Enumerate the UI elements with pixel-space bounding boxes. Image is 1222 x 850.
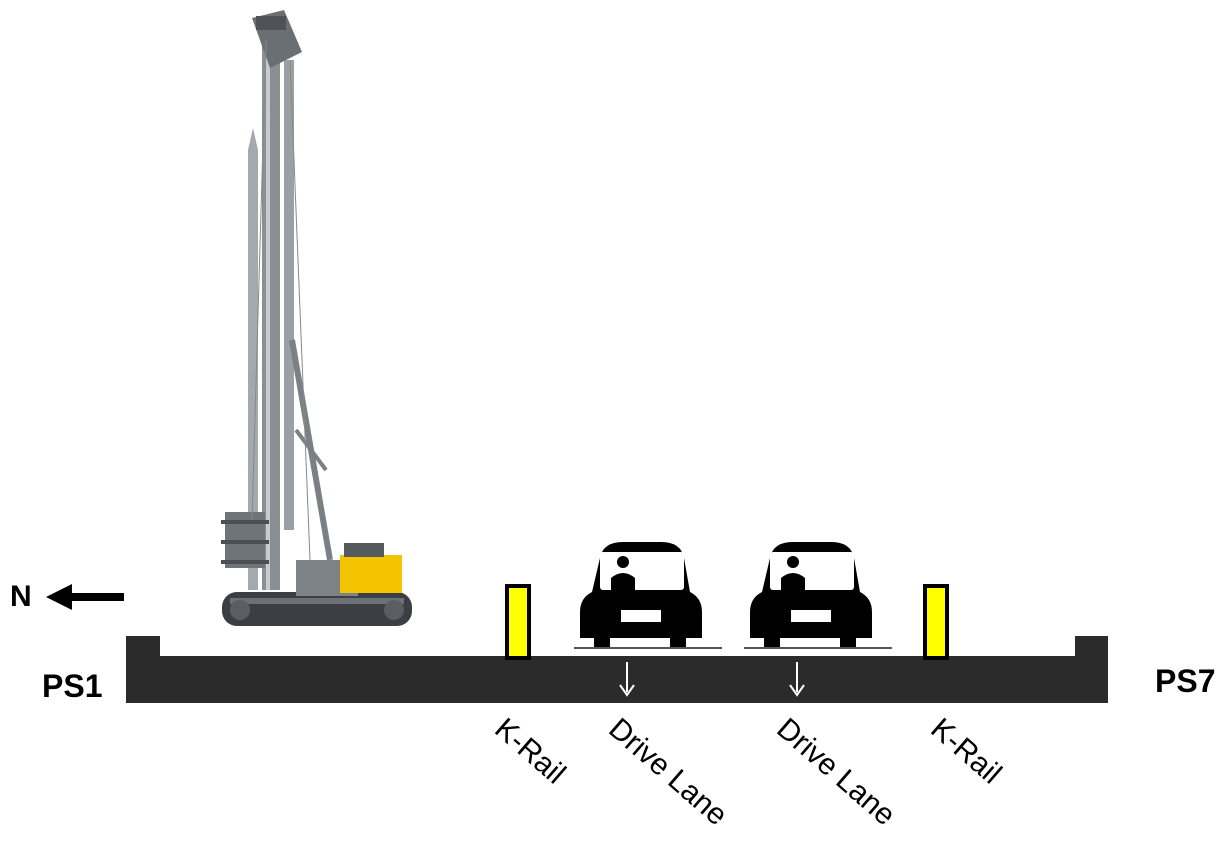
car-icon bbox=[744, 542, 892, 649]
station-label-right: PS7 bbox=[1155, 663, 1216, 699]
left-arrow-icon bbox=[46, 584, 124, 610]
north-label: N bbox=[10, 580, 32, 613]
k-rail-icon bbox=[923, 584, 949, 660]
down-arrow-icon bbox=[619, 662, 635, 697]
bridge-deck bbox=[126, 636, 1108, 703]
down-arrow-icon bbox=[789, 662, 805, 697]
car-icon bbox=[574, 542, 722, 649]
drill-rig-icon bbox=[221, 10, 412, 626]
station-label-left: PS1 bbox=[42, 668, 103, 704]
k-rail-icon bbox=[505, 584, 531, 660]
